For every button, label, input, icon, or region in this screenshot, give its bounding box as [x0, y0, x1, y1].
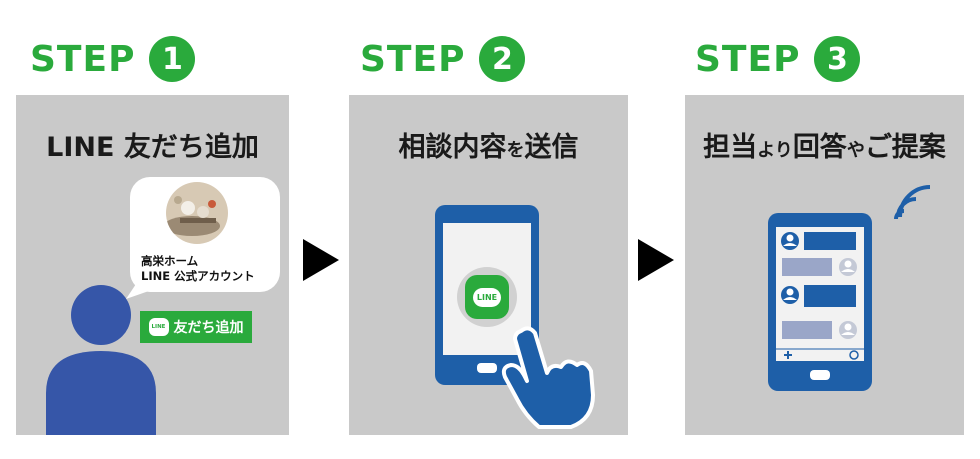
smartphone-chat-icon [768, 213, 872, 391]
step-label: STEP [30, 38, 136, 80]
title-particle: を [506, 140, 525, 161]
food-photo-icon [166, 182, 228, 244]
arrow-right-icon [638, 239, 674, 281]
step-1-title: LINE 友だち追加 [46, 132, 259, 163]
step-3-header: STEP 3 [695, 34, 861, 84]
account-name-line1: 高栄ホーム [141, 254, 199, 268]
title-particle: や [846, 140, 865, 161]
step-1-panel: LINE 友だち追加 高栄ホーム LINE 公式アカウント LINE 友だち追加 [16, 95, 289, 435]
step-3-panel: 担当より回答やご提案 [685, 95, 964, 435]
account-name: 高栄ホーム LINE 公式アカウント [141, 254, 255, 284]
step-2-header: STEP 2 [360, 34, 526, 84]
step-number-badge: 3 [814, 36, 861, 82]
person-icon [46, 285, 156, 435]
step-2-title: 相談内容を送信 [349, 125, 628, 164]
title-text: 送信 [524, 132, 579, 163]
line-app-icon: LINE [457, 267, 517, 327]
line-logo-icon: LINE [472, 287, 502, 307]
line-logo-icon: LINE [148, 318, 169, 336]
step-label: STEP [695, 38, 801, 80]
title-particle: より [757, 140, 793, 161]
signal-waves-icon [894, 185, 931, 220]
tapping-hand-icon [501, 326, 595, 429]
step-number-badge: 1 [149, 36, 196, 82]
step-2-panel: 相談内容を送信 LINE [349, 95, 628, 435]
title-text: 担当 [703, 132, 758, 163]
step-number-badge: 2 [479, 36, 526, 82]
title-text: 相談内容 [398, 132, 507, 163]
step-3-title: 担当より回答やご提案 [685, 125, 964, 164]
title-text: ご提案 [864, 132, 946, 163]
arrow-right-icon [303, 239, 339, 281]
line-app-badge: LINE [465, 275, 509, 319]
step-1-header: STEP 1 [30, 34, 196, 84]
title-text: 回答 [792, 132, 847, 163]
add-friend-label: 友だち追加 [173, 320, 244, 336]
add-friend-button[interactable]: LINE 友だち追加 [140, 311, 252, 343]
account-avatar [166, 182, 228, 244]
step-label: STEP [360, 38, 466, 80]
account-name-line2: LINE 公式アカウント [141, 269, 255, 283]
